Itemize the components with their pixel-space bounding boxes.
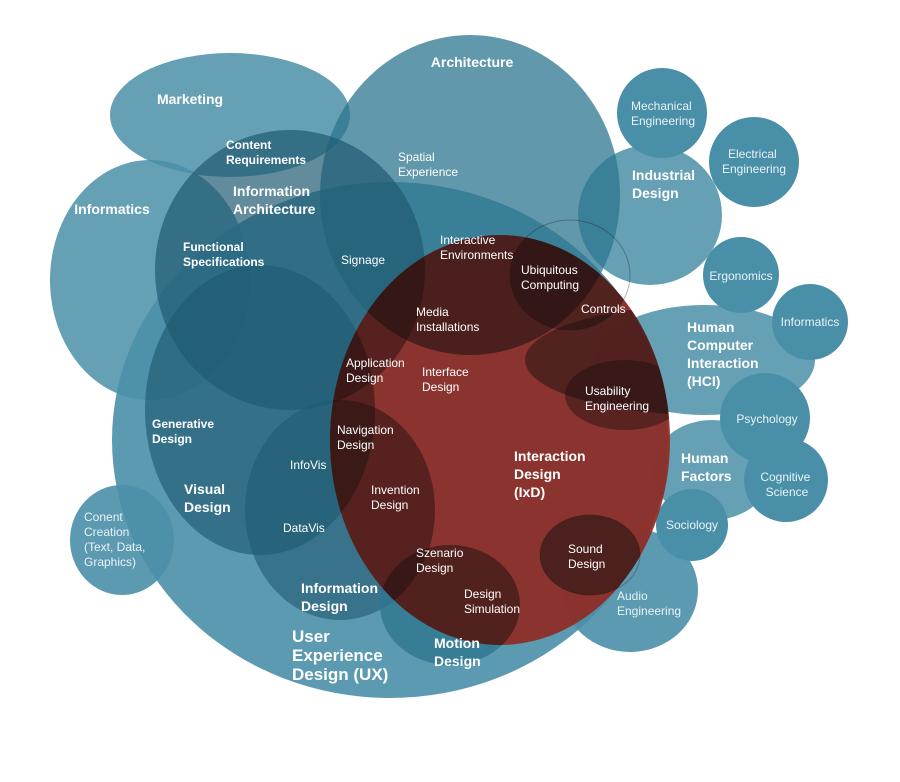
label-hci: Human Computer Interaction (HCI): [687, 319, 762, 389]
label-interface-design: Interface Design: [422, 365, 472, 394]
ixd-overlap-hci: [525, 305, 670, 415]
label-industrial-design: Industrial Design: [632, 167, 699, 201]
label-sociology: Sociology: [666, 518, 718, 532]
electrical-engineering-shape: [709, 117, 799, 207]
label-information-architecture: Information Architecture: [233, 183, 316, 217]
labels: Architecture Marketing Mechanical Engine…: [74, 54, 839, 684]
label-cognitive-science: Cognitive Science: [760, 470, 813, 499]
label-informatics-left: Informatics: [74, 201, 150, 217]
label-ux: User Experience Design (UX): [292, 627, 388, 684]
label-psychology: Psychology: [736, 412, 797, 426]
ixd-overlap-usability: [565, 360, 670, 430]
label-datavis: DataVis: [283, 521, 325, 535]
label-spatial-experience: Spatial Experience: [398, 150, 458, 179]
label-functional-specifications: Functional Specifications: [183, 240, 265, 269]
label-szenario-design: Szenario Design: [416, 546, 467, 575]
label-mechanical-engineering: Mechanical Engineering: [631, 99, 695, 128]
label-controls: Controls: [581, 302, 626, 316]
ergonomics-shape: [703, 237, 779, 313]
label-visual-design: Visual Design: [184, 481, 231, 515]
label-generative-design: Generative Design: [152, 417, 217, 446]
label-architecture: Architecture: [431, 54, 514, 70]
label-informatics-right: Informatics: [781, 315, 840, 329]
ixd-overlap-information-architecture: [330, 235, 425, 410]
label-design-simulation: Design Simulation: [464, 587, 520, 616]
label-ubiquitous-computing: Ubiquitous Computing: [521, 263, 581, 292]
label-audio-engineering: Audio Engineering: [617, 589, 681, 618]
label-media-installations: Media Installations: [416, 305, 479, 334]
label-human-factors: Human Factors: [681, 450, 732, 484]
label-interaction-design: Interaction Design (IxD): [514, 448, 589, 500]
label-sound-design: Sound Design: [568, 542, 606, 571]
label-usability-engineering: Usability Engineering: [585, 384, 649, 413]
label-ergonomics: Ergonomics: [709, 269, 772, 283]
sound-design-shape: [539, 514, 641, 596]
label-application-design: Application Design: [346, 356, 408, 385]
ubiquitous-computing-shape: [509, 219, 631, 331]
outer-shapes: [50, 53, 848, 652]
mechanical-engineering-shape: [617, 68, 707, 158]
label-navigation-design: Navigation Design: [337, 423, 397, 452]
label-content-requirements: Content Requirements: [226, 138, 306, 167]
label-marketing: Marketing: [157, 91, 223, 107]
label-infovis: InfoVis: [290, 458, 326, 472]
label-interactive-environments: Interactive Environments: [440, 233, 513, 262]
label-invention-design: Invention Design: [371, 483, 423, 512]
label-information-design: Information Design: [301, 580, 382, 614]
label-content-creation: Conent Creation (Text, Data, Graphics): [84, 510, 149, 569]
label-electrical-engineering: Electrical Engineering: [722, 147, 786, 176]
ixd-overlap-sound: [540, 515, 640, 595]
label-motion-design: Motion Design: [434, 635, 484, 669]
label-signage: Signage: [341, 253, 385, 267]
